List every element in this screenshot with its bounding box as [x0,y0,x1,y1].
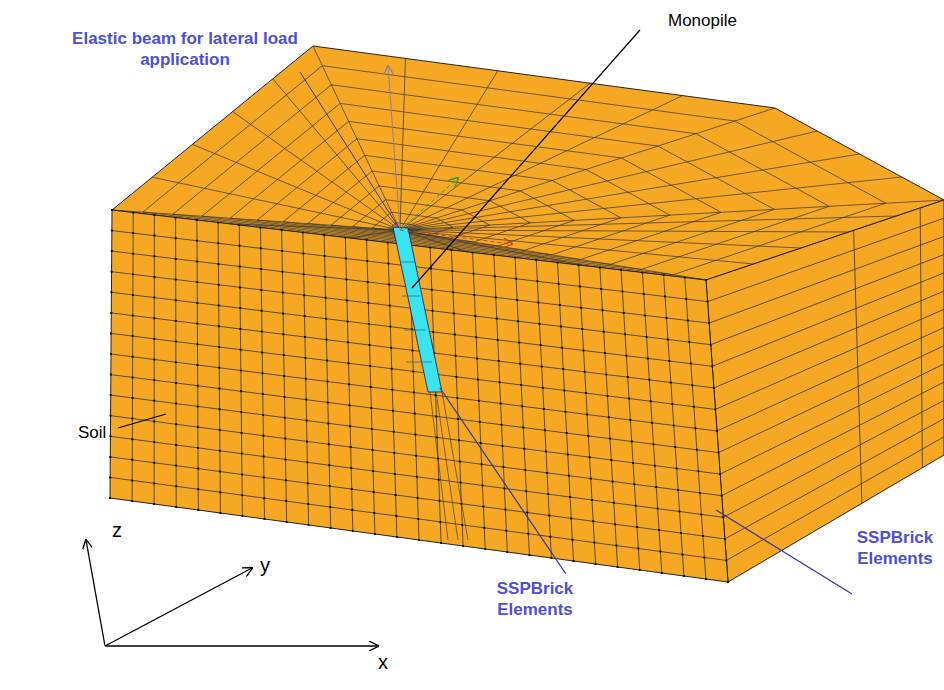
leader-line [716,510,852,594]
callout-label: Elastic beam for lateral load applicatio… [40,28,330,70]
pile-element-lines [401,262,432,362]
y-axis [105,568,252,646]
leader-line [118,414,166,428]
top-mesh-lines [112,46,944,280]
front-mesh-lines [110,213,726,580]
callout-label: Monopile [668,10,788,31]
axis-label: y [260,555,280,576]
callout-label: Soil [78,422,138,443]
soil-right-face [706,200,944,582]
soil-front-face [110,210,728,582]
leader-line [440,388,566,574]
axis-label: z [112,520,132,541]
leader-line [300,72,399,228]
right-mesh-lines [708,208,944,560]
axis-label: x [378,652,398,673]
x-axis [105,645,378,646]
monopile [393,227,442,392]
pile-below-lines [430,392,468,540]
local-x-axis [400,230,512,244]
callout-label: SSPBrick Elements [480,578,590,620]
local-z-axis [388,66,400,230]
z-axis [86,540,105,646]
callout-label: SSPBrick Elements [850,527,940,569]
mesh-nodes [109,210,729,582]
local-y-axis [400,178,458,230]
leader-line [412,30,640,288]
